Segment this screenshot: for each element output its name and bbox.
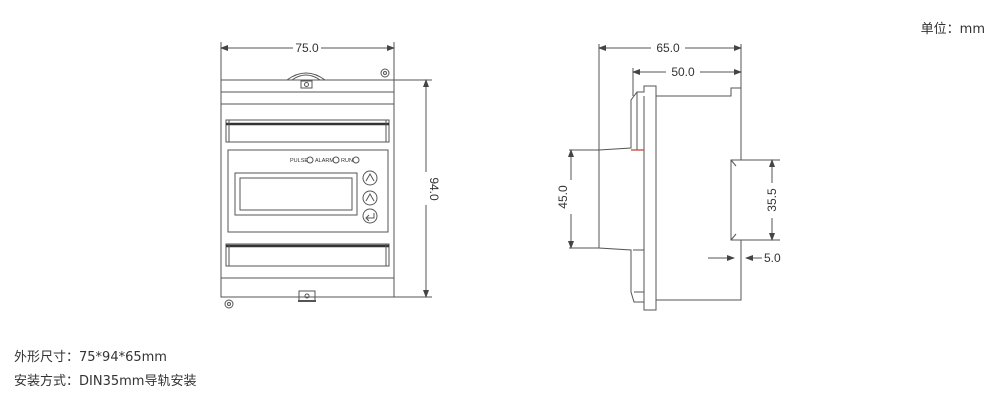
side-face-height-dim: 45.0 xyxy=(556,185,570,209)
front-height-dim: 94.0 xyxy=(427,177,441,201)
front-view xyxy=(220,42,432,309)
spec-dimensions: 外形尺寸：75*94*65mm xyxy=(14,350,167,365)
front-width-dim: 75.0 xyxy=(295,41,319,55)
side-rail-dim: 35.5 xyxy=(765,188,779,212)
side-clip-dim: 5.0 xyxy=(764,251,781,265)
side-depth-dim: 65.0 xyxy=(656,41,680,55)
up-button-icon xyxy=(362,170,378,186)
indicator-run-label: RUN xyxy=(341,158,353,164)
side-view xyxy=(568,44,780,311)
up-button-2-icon xyxy=(362,190,378,206)
indicator-alarm-label: ALARM xyxy=(315,158,334,164)
unit-label: 单位：mm xyxy=(920,22,985,37)
spec-mounting: 安装方式：DIN35mm导轨安装 xyxy=(14,374,197,389)
side-body-dim: 50.0 xyxy=(671,65,695,79)
spec-block: 外形尺寸：75*94*65mm 安装方式：DIN35mm导轨安装 xyxy=(14,346,196,394)
enter-button-icon xyxy=(362,208,378,224)
indicator-pulse-label: PULSE xyxy=(290,158,308,164)
